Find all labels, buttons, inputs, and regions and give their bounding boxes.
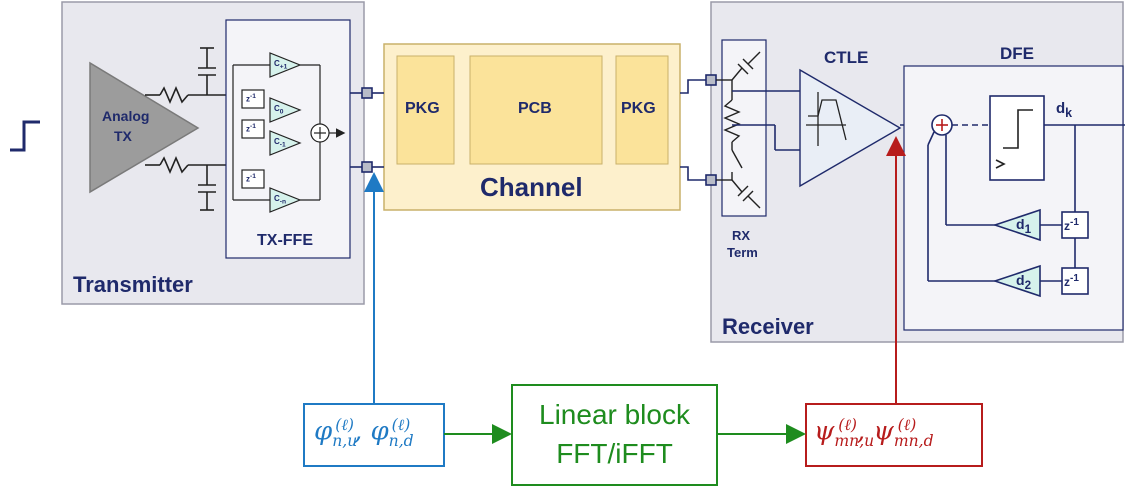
pcb-label: PCB [518, 100, 552, 117]
pkg-block-left [396, 55, 455, 165]
pkg-label-right: PKG [621, 100, 656, 117]
dfe-output-label: dk [1056, 100, 1073, 120]
ctle-label: CTLE [824, 48, 869, 67]
tx-delay-3: z-1 [246, 173, 256, 184]
linear-block-box [511, 384, 718, 486]
channel-traces [372, 79, 706, 181]
input-params-label: φn,u(ℓ), φn,d(ℓ) [314, 416, 414, 450]
tap-label-c0: C0 [274, 104, 284, 116]
ctle-response-icon [806, 92, 847, 146]
tx-ffe-taps [232, 52, 346, 213]
dfe-delay-1: z-1 [1064, 217, 1079, 233]
output-params-label: ψmn,u(ℓ), ψmn,d(ℓ) [814, 416, 934, 450]
linear-block-subtitle: FFT/iFFT [556, 438, 673, 469]
analog-tx-triangle [89, 61, 200, 194]
dfe-internals [927, 95, 1125, 298]
analog-tx-label-2: TX [114, 128, 132, 144]
ctle-triangle [799, 68, 902, 188]
tx-ffe-title: TX-FFE [257, 232, 313, 249]
channel-title: Channel [480, 172, 583, 202]
transmitter-title: Transmitter [73, 272, 193, 297]
tap-label-c-minus1: C-1 [274, 137, 286, 149]
rx-term-label-1: RX [732, 228, 751, 243]
dfe-delay-2: z-1 [1064, 273, 1079, 289]
linear-block-title: Linear block [539, 399, 690, 430]
tx-delay-2: z-1 [246, 123, 256, 134]
analog-tx-label-1: Analog [102, 108, 150, 124]
rx-to-ctle [732, 90, 800, 151]
rx-term-label-2: Term [727, 245, 758, 260]
receiver-title: Receiver [722, 314, 814, 339]
pcb-block [469, 55, 603, 165]
pkg-block-right [615, 55, 669, 165]
step-input-symbol [10, 120, 40, 152]
tap-label-c-minusn: C-n [274, 194, 287, 206]
dfe-tap-d1: d1 [1016, 216, 1032, 236]
input-params-box [303, 403, 445, 467]
output-params-box [805, 403, 983, 467]
tap-label-c-plus1: C+1 [274, 59, 288, 71]
rx-term-network [716, 51, 761, 209]
dfe-title: DFE [1000, 44, 1034, 63]
pkg-label-left: PKG [405, 100, 440, 117]
dfe-tap-d2: d2 [1016, 272, 1032, 292]
tx-delay-1: z-1 [246, 93, 256, 104]
